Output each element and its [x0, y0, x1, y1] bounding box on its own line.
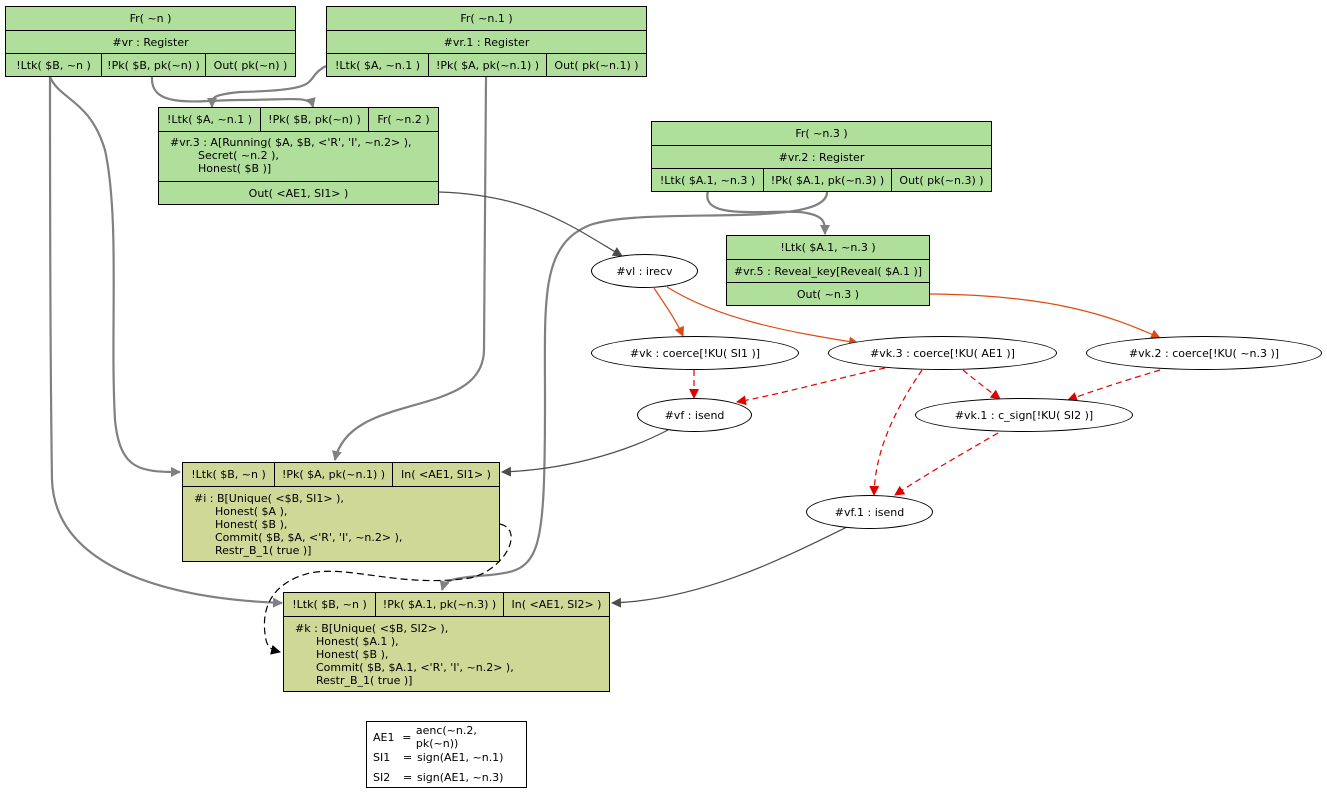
edge-ltk-a-to-vr3 [206, 65, 327, 108]
edge-vk3-to-vf [736, 367, 886, 406]
fact-ltk-b-n-premise-i: !Ltk( $B, ~n ) [183, 463, 275, 486]
coerce-node-vk2: #vk.2 : coerce[!KU( ~n.3 )] [1086, 336, 1322, 370]
edge-ltk-b-to-k [48, 76, 283, 608]
register-node-n: Fr( ~n ) #vr : Register !Ltk( $B, ~n ) !… [5, 6, 296, 77]
fact-fr-n1: Fr( ~n.1 ) [460, 12, 513, 25]
edge-vf1-to-k [611, 526, 848, 608]
c-sign-node-vk1: #vk.1 : c_sign[!KU( SI2 )] [915, 398, 1133, 432]
fact-pk-b: !Pk( $B, pk(~n) ) [102, 54, 206, 76]
legend-row-ae1: AE1 = aenc(~n.2, pk(~n)) [373, 724, 477, 750]
edge-vl-to-vk [653, 287, 684, 337]
fact-pk-a: !Pk( $A, pk(~n.1) ) [429, 54, 547, 76]
edge-pk-a-to-i [332, 76, 488, 461]
edge-vl-to-vk3 [666, 286, 859, 347]
reveal-key-node-vr5: !Ltk( $A.1, ~n.3 ) #vr.5 : Reveal_key[Re… [726, 235, 930, 306]
edge-vk3-to-vf1 [869, 369, 923, 496]
fact-ltk-a-n1-premise: !Ltk( $A, ~n.1 ) [159, 108, 261, 131]
edge-vk3-to-vk1 [962, 369, 1001, 400]
rule-label-vr1: #vr.1 : Register [443, 35, 530, 49]
coerce-node-vk3: #vk.3 : coerce[!KU( AE1 )] [828, 336, 1057, 370]
commit-node-i: !Ltk( $B, ~n ) !Pk( $A, pk(~n.1) ) In( <… [182, 462, 500, 562]
fact-ltk-a1-n3: !Ltk( $A.1, ~n.3 ) [652, 169, 764, 191]
fact-out-ae1-si1: Out( <AE1, SI1> ) [248, 186, 349, 200]
fact-out-n3: Out( ~n.3 ) [796, 287, 860, 301]
fact-pk-a1: !Pk( $A.1, pk(~n.3) ) [764, 169, 892, 191]
rule-label-vr2: #vr.2 : Register [778, 150, 865, 164]
coerce-node-vk: #vk : coerce[!KU( SI1 )] [591, 336, 799, 370]
edge-ltk-b-to-i [48, 76, 181, 477]
register-node-n3: Fr( ~n.3 ) #vr.2 : Register !Ltk( $A.1, … [651, 121, 992, 192]
fact-fr-n: Fr( ~n ) [129, 12, 172, 25]
fact-ltk-a-n1: !Ltk( $A, ~n.1 ) [327, 54, 429, 76]
legend-row-si1: SI1 = sign(AE1, ~n.1) [373, 750, 504, 764]
legend-row-si2: SI2 = sign(AE1, ~n.3) [373, 770, 504, 784]
edge-vk2-to-vk1 [1067, 369, 1161, 402]
abbreviation-legend: AE1 = aenc(~n.2, pk(~n)) SI1 = sign(AE1,… [366, 721, 527, 788]
edge-vf-to-i [501, 429, 669, 477]
fact-out-pk-n3: Out( pk(~n.3) ) [899, 173, 984, 187]
commit-node-k: !Ltk( $B, ~n ) !Pk( $A.1, pk(~n.3) ) In(… [283, 592, 610, 692]
fact-ltk-b-n-premise-k: !Ltk( $B, ~n ) [284, 593, 376, 616]
fact-ltk-b-n: !Ltk( $B, ~n ) [6, 54, 102, 76]
edge-i-to-k-dashed [263, 523, 512, 655]
fact-out-pk-n1: Out( pk(~n.1) ) [554, 58, 639, 72]
fact-in-ae1-si1: In( <AE1, SI1> ) [401, 468, 491, 481]
fact-ltk-a1-n3-premise: !Ltk( $A.1, ~n.3 ) [780, 241, 876, 254]
fact-out-pk-n: Out( pk(~n) ) [213, 58, 288, 72]
fact-pk-a-premise-i: !Pk( $A, pk(~n.1) ) [275, 463, 393, 486]
isend-node-vf: #vf : isend [637, 398, 752, 432]
edge-pk-a1-to-k [439, 190, 829, 591]
rule-label-i: #i : B[Unique( <$B, SI1> ), Honest( $A )… [194, 492, 403, 557]
irecv-node-vl: #vl : irecv [591, 254, 698, 288]
edge-vk1-to-vf1 [894, 432, 999, 496]
edge-out-vr3-to-vl [438, 191, 623, 257]
fact-pk-b-premise: !Pk( $B, pk(~n) ) [261, 108, 369, 131]
rule-label-vr: #vr : Register [112, 35, 189, 49]
fact-pk-a1-premise-k: !Pk( $A.1, pk(~n.3) ) [376, 593, 504, 616]
edge-pk-b-to-vr3 [150, 76, 316, 108]
edge-ltk-a1-to-vr5 [706, 190, 830, 235]
edge-out-vr5-to-vk2 [929, 293, 1161, 339]
rule-label-vr5: #vr.5 : Reveal_key[Reveal( $A.1 )] [733, 264, 923, 278]
fact-in-ae1-si2: In( <AE1, SI2> ) [511, 598, 602, 611]
fact-fr-n3: Fr( ~n.3 ) [795, 127, 848, 140]
running-node-vr3: !Ltk( $A, ~n.1 ) !Pk( $B, pk(~n) ) Fr( ~… [158, 107, 439, 205]
register-node-n1: Fr( ~n.1 ) #vr.1 : Register !Ltk( $A, ~n… [326, 6, 647, 77]
fact-fr-n2: Fr( ~n.2 ) [377, 113, 430, 126]
rule-label-k: #k : B[Unique( <$B, SI2> ), Honest( $A.1… [295, 622, 514, 687]
isend-node-vf1: #vf.1 : isend [806, 495, 933, 529]
rule-label-vr3: #vr.3 : A[Running( $A, $B, <'R', 'I', ~n… [159, 132, 438, 182]
